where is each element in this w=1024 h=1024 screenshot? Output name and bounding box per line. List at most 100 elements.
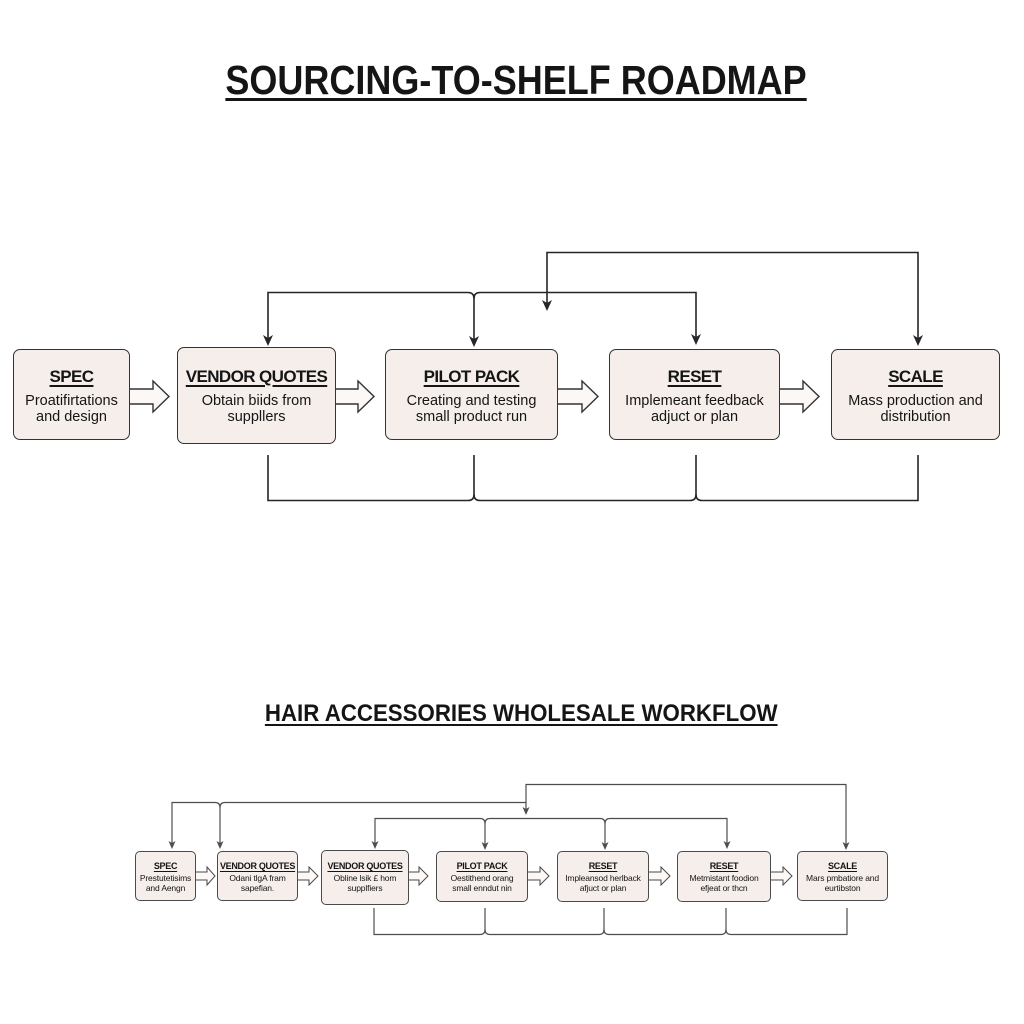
step-box-reset: RESET Implemeant feedback adjuct or plan — [609, 349, 780, 440]
down-arrowhead-icon — [371, 841, 379, 849]
down-arrowhead-icon — [601, 842, 609, 850]
flow-arrow-right-icon — [768, 865, 793, 887]
step-description-line: Mars pmbatiore and — [806, 873, 879, 883]
flow-arrow-right-icon — [405, 865, 429, 887]
down-arrowhead-icon — [842, 842, 850, 850]
down-arrowhead-icon — [481, 842, 489, 850]
down-arrowhead-icon — [168, 841, 176, 849]
roadmap-connectors — [263, 251, 923, 502]
step-description-line: suppllers — [227, 408, 286, 425]
step-description: Creating and testing small product run — [386, 393, 557, 425]
step-box-reset-2: RESET Metmistant foodion efjeat or thcn — [677, 851, 771, 902]
step-description-line: Impleansod herlback — [565, 873, 641, 883]
step-box-spec: SPEC Prestutetisims and Aengn — [135, 851, 196, 901]
flow-arrow-right-icon — [776, 379, 821, 414]
step-description-line: supplfiers — [347, 883, 383, 893]
step-box-vendor-quotes-1: VENDOR QUOTES Odani tlgA fram sapefian. — [217, 851, 298, 901]
down-arrowhead-icon — [691, 334, 701, 345]
step-title: SCALE — [827, 861, 857, 871]
step-description: Obline lsik £ hom supplfiers — [322, 873, 408, 893]
flow-arrow-right-icon — [554, 379, 600, 414]
return-connector-bottom — [373, 908, 486, 936]
feedback-connector-top — [546, 251, 919, 339]
step-box-vendor-quotes: VENDOR QUOTES Obtain biids from suppller… — [177, 347, 336, 444]
step-title: SPEC — [153, 861, 178, 871]
branch-connector-lower — [484, 817, 606, 845]
step-box-reset-1: RESET Impleansod herlback afjuct or plan — [557, 851, 649, 902]
down-arrowhead-icon — [263, 335, 273, 346]
down-arrowhead-icon — [542, 300, 552, 311]
step-description: Mars pmbatiore and eurtibston — [798, 873, 887, 893]
step-title: VENDOR QUOTES — [219, 861, 296, 871]
step-title: VENDOR QUOTES — [185, 366, 328, 386]
step-description-line: Prestutetisims — [139, 873, 192, 883]
step-description-line: sapefian. — [240, 883, 275, 893]
step-box-vendor-quotes-2: VENDOR QUOTES Obline lsik £ hom supplfie… — [321, 850, 409, 905]
roadmap-title-text: SOURCING-TO-SHELF ROADMAP — [225, 57, 807, 103]
workflow-connectors — [168, 783, 850, 936]
branch-connector-right — [473, 291, 697, 338]
down-arrowhead-icon — [913, 335, 923, 346]
step-title: SCALE — [888, 366, 943, 386]
return-connector-bottom — [695, 455, 919, 502]
step-description-line: Proatifirtations — [25, 392, 118, 409]
step-description-line: efjeat or thcn — [700, 883, 748, 893]
step-title: VENDOR QUOTES — [327, 861, 403, 871]
branch-connector-lower — [604, 817, 728, 844]
step-description-line: and design — [36, 408, 107, 425]
feedback-connector-top — [525, 783, 847, 845]
step-description-line: distribution — [880, 408, 951, 425]
step-description-line: Oestithend orang — [450, 873, 514, 883]
branch-connector-lower — [374, 817, 486, 845]
step-description-line: adjuct or plan — [650, 408, 739, 425]
workflow-title-text: HAIR ACCESSORIES WHOLESALE WORKFLOW — [265, 700, 778, 727]
step-title: PILOT PACK — [456, 861, 508, 871]
step-box-spec: SPEC Proatifirtations and design — [13, 349, 130, 440]
step-description: Odani tlgA fram sapefian. — [218, 873, 297, 893]
return-connector-bottom — [725, 908, 848, 936]
step-description-line: Obline lsik £ hom — [333, 873, 397, 883]
down-arrowhead-icon — [723, 841, 731, 849]
step-title: RESET — [588, 861, 618, 871]
down-arrowhead-icon — [522, 807, 530, 815]
workflow-flow-arrows — [193, 865, 793, 887]
step-box-scale: SCALE Mars pmbatiore and eurtibston — [797, 851, 888, 901]
down-arrowhead-icon — [216, 841, 224, 849]
step-description-line: eurtibston — [824, 883, 861, 893]
step-description-line: Metmistant foodion — [689, 873, 759, 883]
roadmap-flow-arrows — [126, 379, 821, 414]
step-description: Obtain biids from suppllers — [178, 393, 335, 425]
flow-arrow-right-icon — [126, 379, 171, 414]
return-connector-bottom — [484, 908, 605, 936]
step-description-line: small enndut nin — [452, 883, 512, 893]
step-title: PILOT PACK — [423, 366, 520, 386]
step-description-line: and Aengn — [145, 883, 186, 893]
roadmap-title: SOURCING-TO-SHELF ROADMAP — [0, 56, 1024, 114]
step-description-line: Creating and testing — [406, 392, 537, 409]
step-title: RESET — [709, 861, 739, 871]
branch-connector-upper — [219, 801, 526, 808]
step-description: Prestutetisims and Aengn — [136, 873, 195, 893]
flow-arrow-right-icon — [525, 865, 550, 887]
flow-arrow-right-icon — [295, 865, 319, 887]
step-description: Oestithend orang small enndut nin — [437, 873, 527, 893]
return-connector-bottom — [603, 908, 727, 936]
step-box-pilot-pack: PILOT PACK Oestithend orang small enndut… — [436, 851, 528, 902]
down-arrowhead-icon — [469, 336, 479, 347]
step-description-line: Odani tlgA fram — [229, 873, 286, 883]
step-title: SPEC — [49, 366, 95, 386]
step-description-line: Implemeant feedback — [625, 392, 764, 409]
flow-arrow-right-icon — [646, 865, 671, 887]
step-description: Metmistant foodion efjeat or thcn — [678, 873, 770, 893]
step-title: RESET — [667, 366, 722, 386]
workflow-title: HAIR ACCESSORIES WHOLESALE WORKFLOW — [0, 700, 1024, 731]
step-box-scale: SCALE Mass production and distribution — [831, 349, 1000, 440]
step-description-line: Mass production and — [848, 392, 983, 409]
step-description: Implemeant feedback adjuct or plan — [610, 393, 779, 425]
flow-arrow-right-icon — [332, 379, 376, 414]
